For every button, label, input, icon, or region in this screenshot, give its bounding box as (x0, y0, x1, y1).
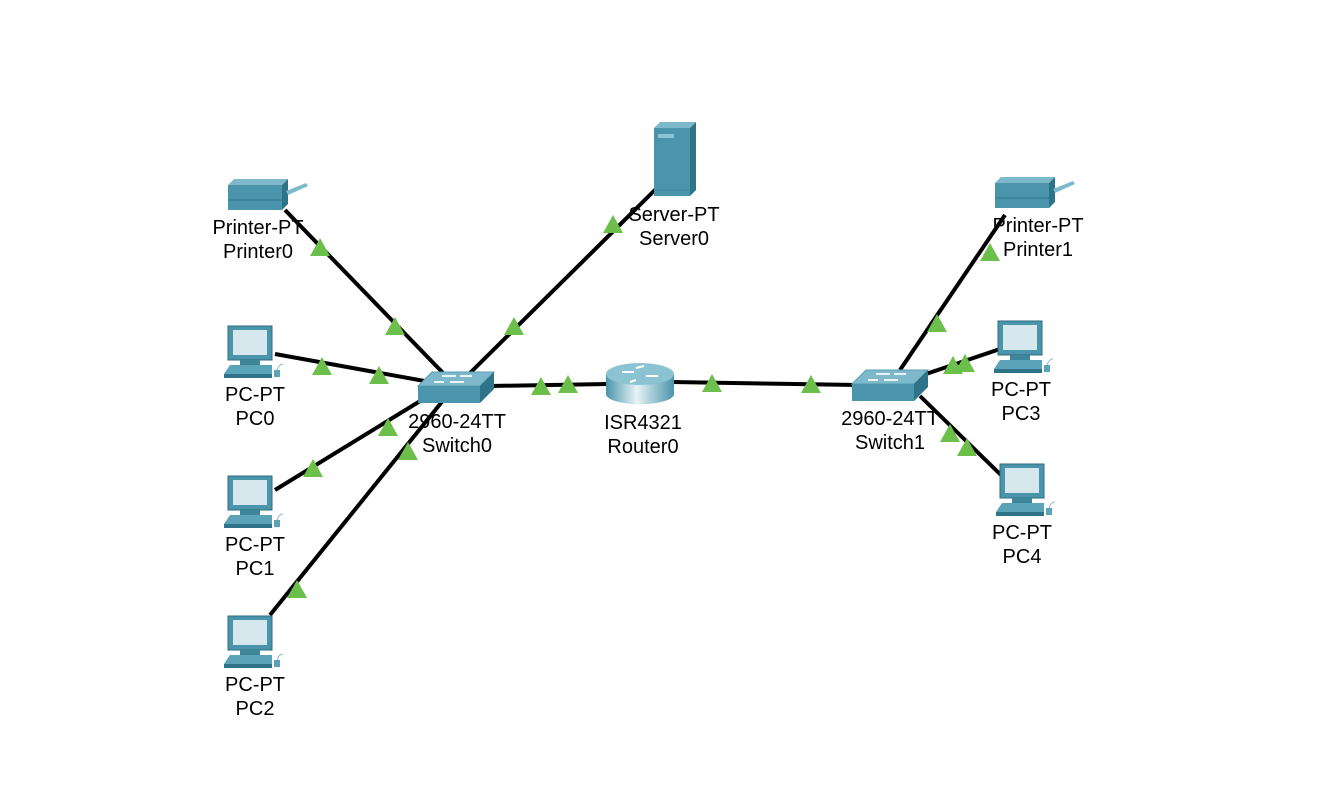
link-printer1-switch1[interactable] (898, 213, 1007, 372)
link-pc2-switch0[interactable] (268, 396, 447, 617)
link-status-triangle (398, 442, 418, 460)
link-status-triangle (369, 366, 389, 384)
server-icon[interactable] (654, 122, 696, 196)
link-status-triangle (385, 317, 405, 335)
link-status-triangle (603, 215, 623, 233)
link-status-triangle (531, 377, 551, 395)
pc-icon[interactable] (224, 615, 284, 668)
link-switch0-router0[interactable] (489, 382, 609, 388)
printer-icon[interactable] (228, 179, 308, 210)
router-icon[interactable] (606, 363, 674, 404)
link-status-triangle (303, 459, 323, 477)
pc-icon[interactable] (224, 475, 284, 528)
link-status-triangle (558, 375, 578, 393)
link-status-triangle (955, 354, 975, 372)
link-status-triangle (957, 438, 977, 456)
link-pc0-switch0[interactable] (274, 352, 431, 384)
link-server0-switch0[interactable] (466, 183, 662, 377)
link-status-triangle (940, 424, 960, 442)
link-pc1-switch0[interactable] (273, 393, 432, 492)
link-status-triangle (378, 418, 398, 436)
link-status-triangle (504, 317, 524, 335)
link-status-triangle (312, 357, 332, 375)
printer-icon[interactable] (995, 177, 1075, 208)
link-router0-switch1[interactable] (671, 380, 859, 387)
switch-icon[interactable] (850, 369, 930, 401)
devices-layer (224, 122, 1075, 668)
link-status-triangle (927, 314, 947, 332)
link-status-triangle (310, 238, 330, 256)
link-status-triangle (980, 243, 1000, 261)
link-printer0-switch0[interactable] (283, 208, 447, 377)
link-status-triangle (801, 375, 821, 393)
switch-icon[interactable] (416, 371, 496, 403)
pc-icon[interactable] (996, 463, 1056, 516)
link-pc4-switch1[interactable] (918, 394, 1005, 479)
link-status-layer (287, 215, 1000, 598)
link-status-triangle (287, 580, 307, 598)
link-status-triangle (702, 374, 722, 392)
links-layer (268, 183, 1007, 617)
link-pc3-switch1[interactable] (919, 347, 1001, 378)
pc-icon[interactable] (224, 325, 284, 378)
pc-icon[interactable] (994, 320, 1054, 373)
